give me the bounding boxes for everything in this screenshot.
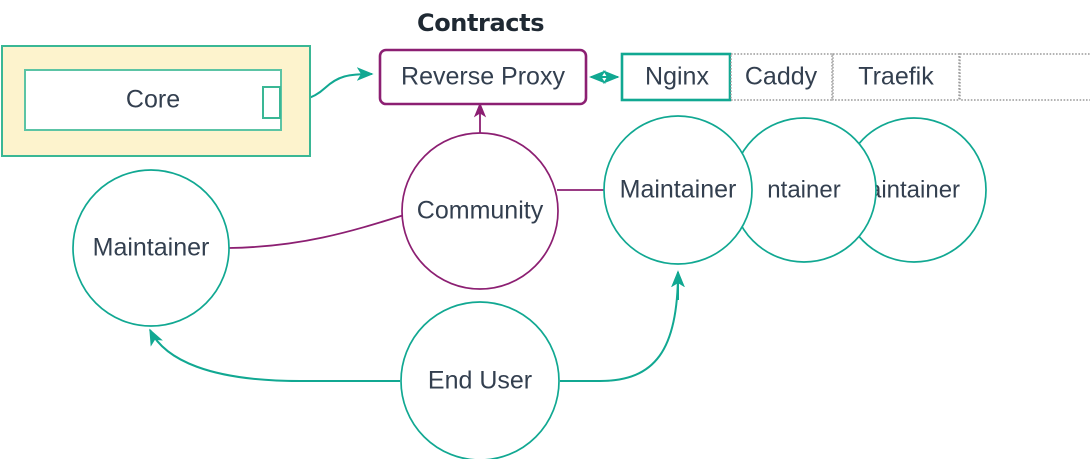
core-group[interactable]: Core [1,45,311,157]
implementation-cells: Nginx Caddy Traefik [620,52,1090,102]
core-node [24,69,282,131]
edge-enduser-maintainer-right [560,270,685,382]
circle-maintainer-right-2[interactable]: ntainer [731,117,877,263]
circle-maintainer-left[interactable]: Maintainer [72,169,230,327]
circle-end-user[interactable]: End User [400,301,560,459]
circle-maintainer-left-label: Maintainer [93,234,210,262]
cell-caddy-label: Caddy [745,63,818,91]
cell-empty[interactable] [959,53,1090,101]
cell-nginx-label: Nginx [645,63,709,91]
core-port [262,86,281,119]
contracts-group-title: Contracts [417,9,544,37]
circle-end-user-label: End User [428,367,532,395]
circle-maintainer-right-2-label: ntainer [767,176,840,203]
circle-maintainer-right-1-label: Maintainer [620,176,737,204]
reverse-proxy-node[interactable]: Reverse Proxy [378,48,588,106]
circle-maintainer-right-3[interactable]: aintainer [841,117,987,263]
core-label: Core [126,86,180,114]
cell-traefik[interactable]: Traefik [832,53,960,101]
circle-community-label: Community [417,197,544,225]
circle-maintainer-right-1[interactable]: Maintainer [603,115,753,265]
edge-community-maintainer-left [228,214,405,249]
reverse-proxy-label: Reverse Proxy [401,63,565,91]
circle-maintainer-right-3-label: aintainer [868,176,960,203]
cell-traefik-label: Traefik [858,63,934,91]
cell-nginx[interactable]: Nginx [620,52,732,102]
cell-caddy[interactable]: Caddy [730,53,833,101]
circle-community[interactable]: Community [401,132,559,290]
edge-enduser-maintainer-left [149,328,400,382]
